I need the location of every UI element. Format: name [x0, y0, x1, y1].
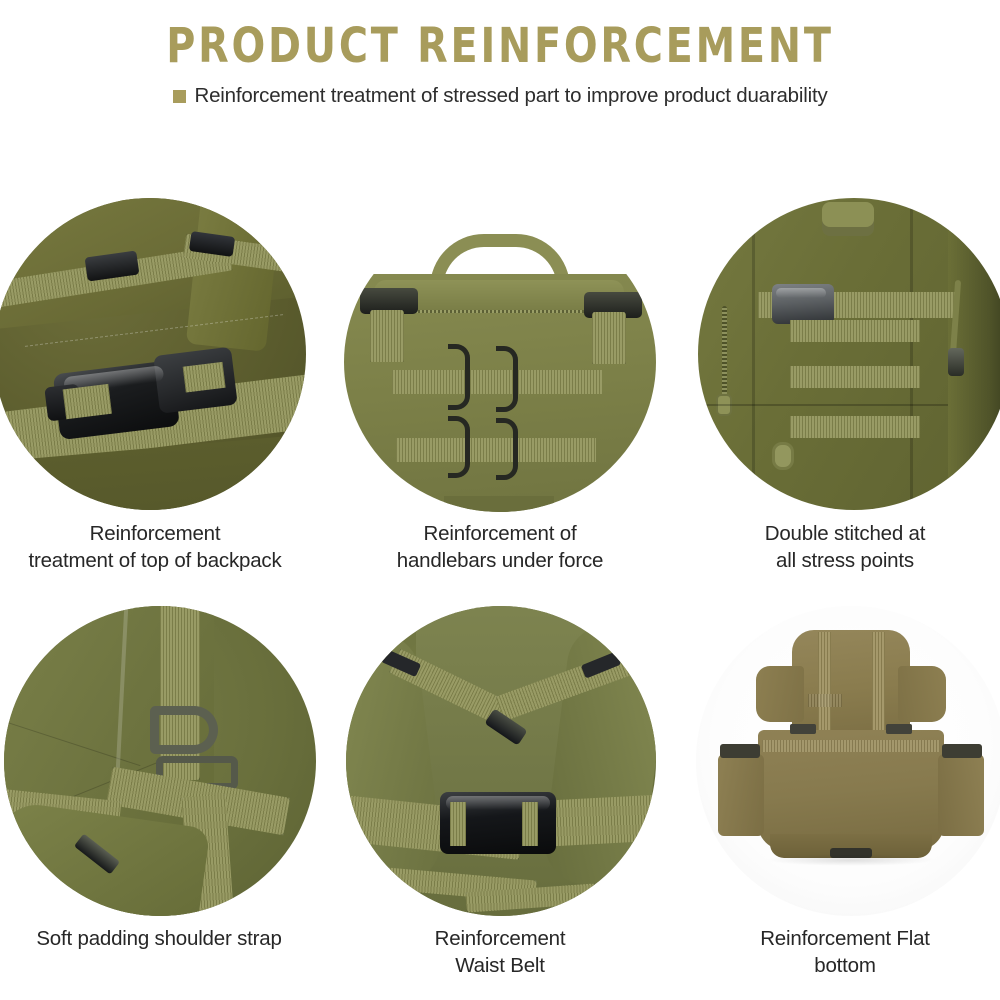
handlebar-pouch-photo [344, 212, 656, 512]
body-molle-band [762, 740, 940, 752]
square-bullet-icon [172, 89, 186, 103]
front-panel-molle-photo [698, 198, 1000, 510]
feature-photo-flat-bottom [696, 606, 1000, 916]
g-hook-clip-3 [448, 416, 470, 478]
caption-shoulder-strap: Soft padding shoulder strap [0, 925, 318, 952]
feature-photo-top-of-backpack [0, 198, 306, 510]
side-pouch-left [718, 754, 764, 836]
front-panel [698, 198, 974, 510]
page-subtitle: Reinforcement treatment of stressed part… [194, 84, 828, 107]
g-hook-clip-4 [496, 418, 518, 480]
caption-flat-bottom: Reinforcement Flat bottom [690, 925, 1000, 979]
caption-line-1: Reinforcement [434, 927, 566, 950]
caption-double-stitched: Double stitched at all stress points [690, 520, 1000, 574]
caption-line-2: bottom [814, 954, 876, 977]
molle-row-2 [396, 438, 596, 462]
side-buckle-left [360, 288, 418, 314]
caption-line-2: handlebars under force [396, 549, 604, 572]
caption-waist-belt: Reinforcement Waist Belt [345, 925, 655, 979]
caption-line-1: Reinforcement Flat [760, 927, 930, 950]
shoulder-strap-padding-photo [4, 606, 316, 916]
caption-handlebars: Reinforcement of handlebars under force [345, 520, 655, 574]
carry-loop [822, 202, 874, 236]
feature-photo-handlebars [344, 212, 656, 512]
molle-row-3 [790, 416, 920, 438]
caption-line-2: treatment of top of backpack [28, 549, 282, 572]
page-title: PRODUCT REINFORCEMENT [166, 18, 834, 74]
caption-line-1: Reinforcement [89, 522, 221, 545]
side-pouch-buckle-right [942, 744, 982, 758]
g-hook-clip-2 [496, 346, 518, 412]
panel-seam-left [752, 198, 755, 510]
top-wing-right [898, 666, 946, 722]
side-webbing-left [370, 310, 404, 362]
zipper-pull-left [716, 394, 732, 416]
caption-line-2: Waist Belt [455, 954, 545, 977]
caption-line-1: Double stitched at [764, 522, 926, 545]
zipper-left [722, 306, 727, 396]
feature-photo-waist-belt [346, 606, 656, 916]
feature-photo-double-stitched [698, 198, 1000, 510]
top-pouch-strap-left [818, 632, 831, 732]
d-ring [150, 706, 218, 754]
double-stitch-seam [698, 404, 948, 406]
subtitle-row: Reinforcement treatment of stressed part… [0, 84, 1000, 108]
g-hook-clip-1 [448, 344, 470, 410]
caption-top-of-backpack: Reinforcement treatment of top of backpa… [0, 520, 310, 574]
side-webbing-right [592, 312, 626, 364]
bag-shadow [766, 854, 936, 866]
molle-row-1 [392, 370, 602, 394]
side-pouch-buckle-left [720, 744, 760, 758]
grey-side-release-buckle [772, 284, 834, 324]
caption-line-1: Reinforcement of [423, 522, 577, 545]
compression-buckle-right [886, 724, 912, 734]
backpack-top-buckle-photo [0, 198, 306, 510]
zipper-pull-bottom [772, 442, 794, 470]
waist-belt-buckle-photo [346, 606, 656, 916]
cord-lock [948, 348, 964, 376]
caption-line-1: Soft padding shoulder strap [36, 927, 282, 950]
top-pouch-strap-right [872, 632, 885, 732]
bottom-strap-hardware [830, 848, 872, 858]
top-pouch-keeper-left [808, 694, 842, 707]
top-wing-left [756, 666, 804, 722]
molle-row-1 [790, 320, 920, 342]
feature-photo-shoulder-strap [4, 606, 316, 916]
molle-row-2 [790, 366, 920, 388]
pouch-bottom-strip [444, 496, 554, 512]
full-backpack-flat-bottom-photo [696, 606, 1000, 916]
caption-line-2: all stress points [776, 549, 914, 572]
panel-seam-right [910, 198, 913, 510]
side-pouch-right [938, 754, 984, 836]
top-pouch [792, 630, 910, 734]
compression-buckle-left [790, 724, 816, 734]
